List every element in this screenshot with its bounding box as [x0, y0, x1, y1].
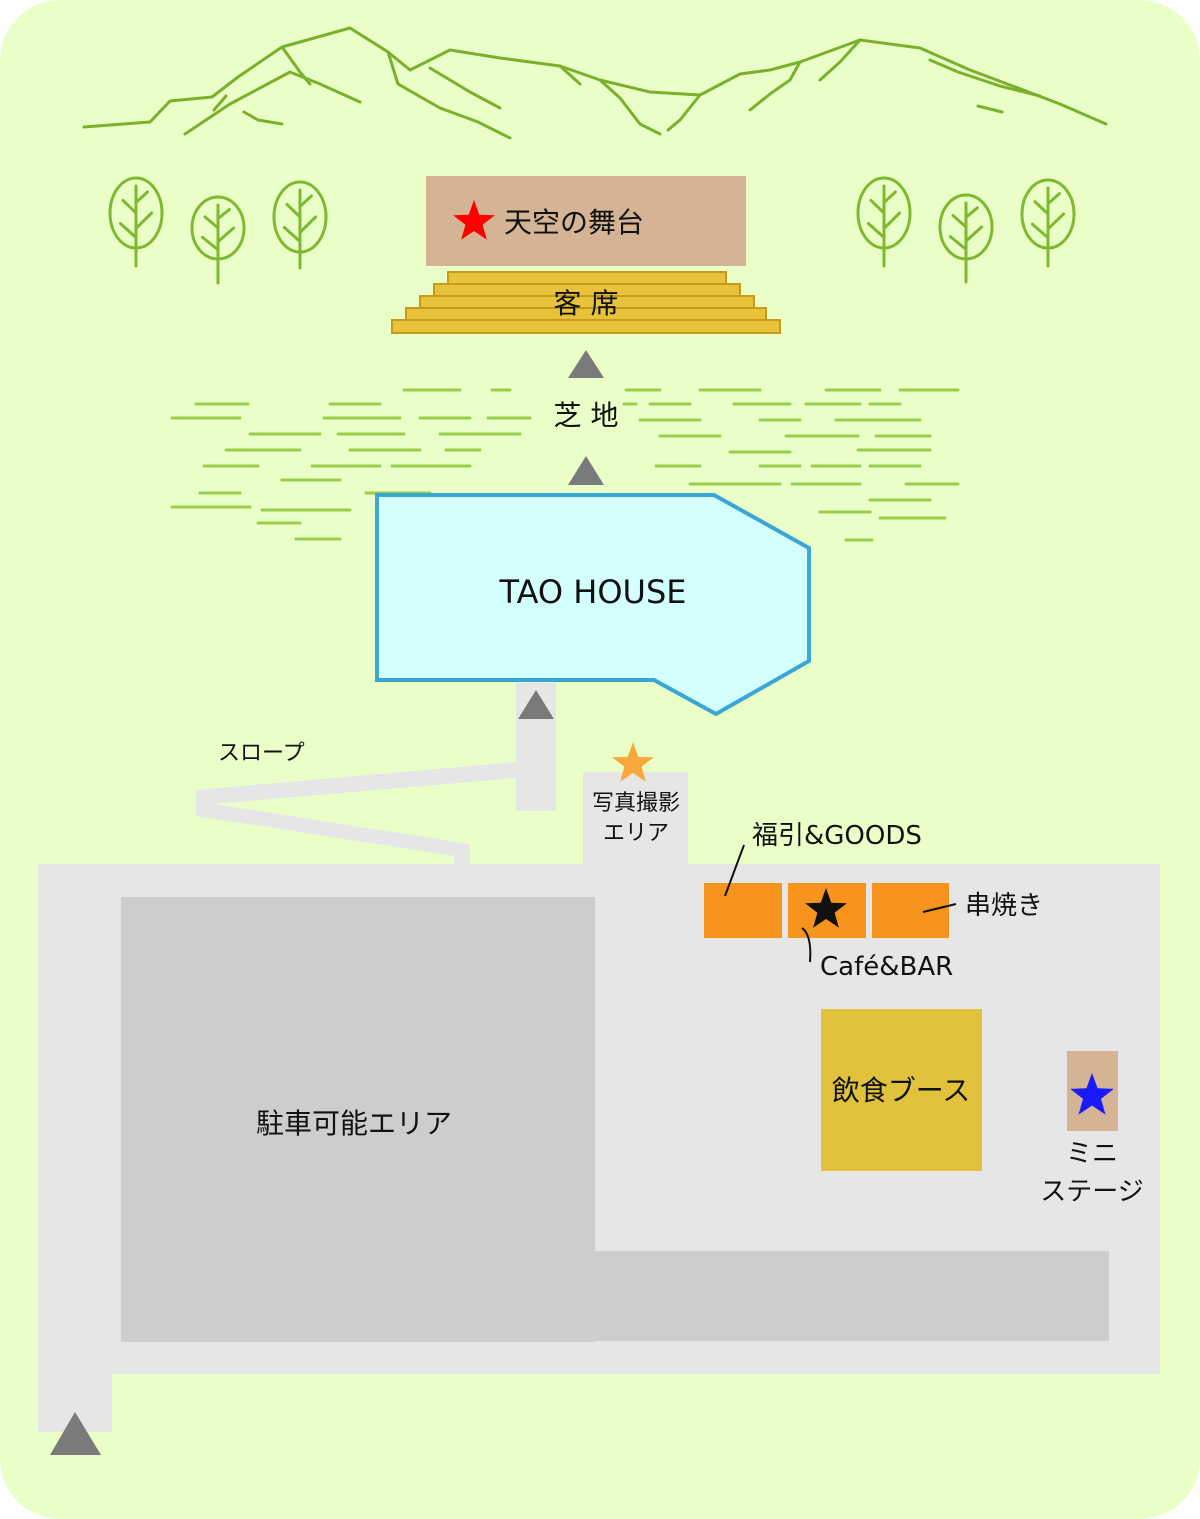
slope-label: スロープ — [218, 741, 305, 766]
seating-block — [391, 271, 781, 334]
mini-stage-label-line2: ステージ — [1040, 1177, 1143, 1207]
mountains-illustration — [82, 26, 1108, 140]
fukubiki-label: 福引&GOODS — [752, 821, 922, 851]
stall-row — [704, 883, 949, 938]
tree-icon — [272, 180, 328, 270]
up-arrow-icon — [568, 456, 604, 485]
tao-house-label: TAO HOUSE — [499, 573, 687, 611]
tao-house-building — [375, 493, 811, 717]
lawn-label: 芝 地 — [554, 399, 619, 432]
up-arrow-icon — [568, 350, 604, 378]
black-star-icon — [805, 888, 847, 928]
trees-left — [108, 176, 328, 285]
tree-icon — [856, 176, 912, 268]
stall-kushiyaki — [872, 883, 949, 938]
up-arrow-icon — [50, 1412, 101, 1455]
seating-label: 客 席 — [554, 287, 619, 320]
food-booth-block — [821, 1009, 982, 1171]
up-arrow-icon — [518, 690, 554, 719]
kushiyaki-label: 串焼き — [965, 891, 1043, 921]
parking-label: 駐車可能エリア — [256, 1107, 452, 1140]
blue-star-icon — [1070, 1073, 1114, 1115]
tree-icon — [938, 193, 994, 284]
lawn-grass-lines — [170, 388, 960, 542]
leader-lines — [724, 844, 957, 963]
photo-area-label-line1: 写真撮影 — [592, 791, 680, 816]
mini-stage-label-line1: ミニ — [1066, 1139, 1118, 1169]
stall-fukubiki — [704, 883, 782, 938]
trees-right — [856, 176, 1076, 284]
walkway-paths — [196, 683, 688, 872]
photo-area-label-line2: エリア — [603, 821, 669, 846]
tree-icon — [108, 176, 164, 268]
cafe-label: Café&BAR — [820, 952, 953, 982]
orange-star-icon — [612, 742, 654, 782]
red-star-icon — [453, 200, 495, 240]
tree-icon — [190, 195, 246, 285]
stage-label: 天空の舞台 — [504, 206, 644, 239]
tree-icon — [1020, 178, 1076, 268]
parking-area — [121, 897, 1109, 1342]
food-booth-label: 飲食ブース — [832, 1074, 971, 1107]
